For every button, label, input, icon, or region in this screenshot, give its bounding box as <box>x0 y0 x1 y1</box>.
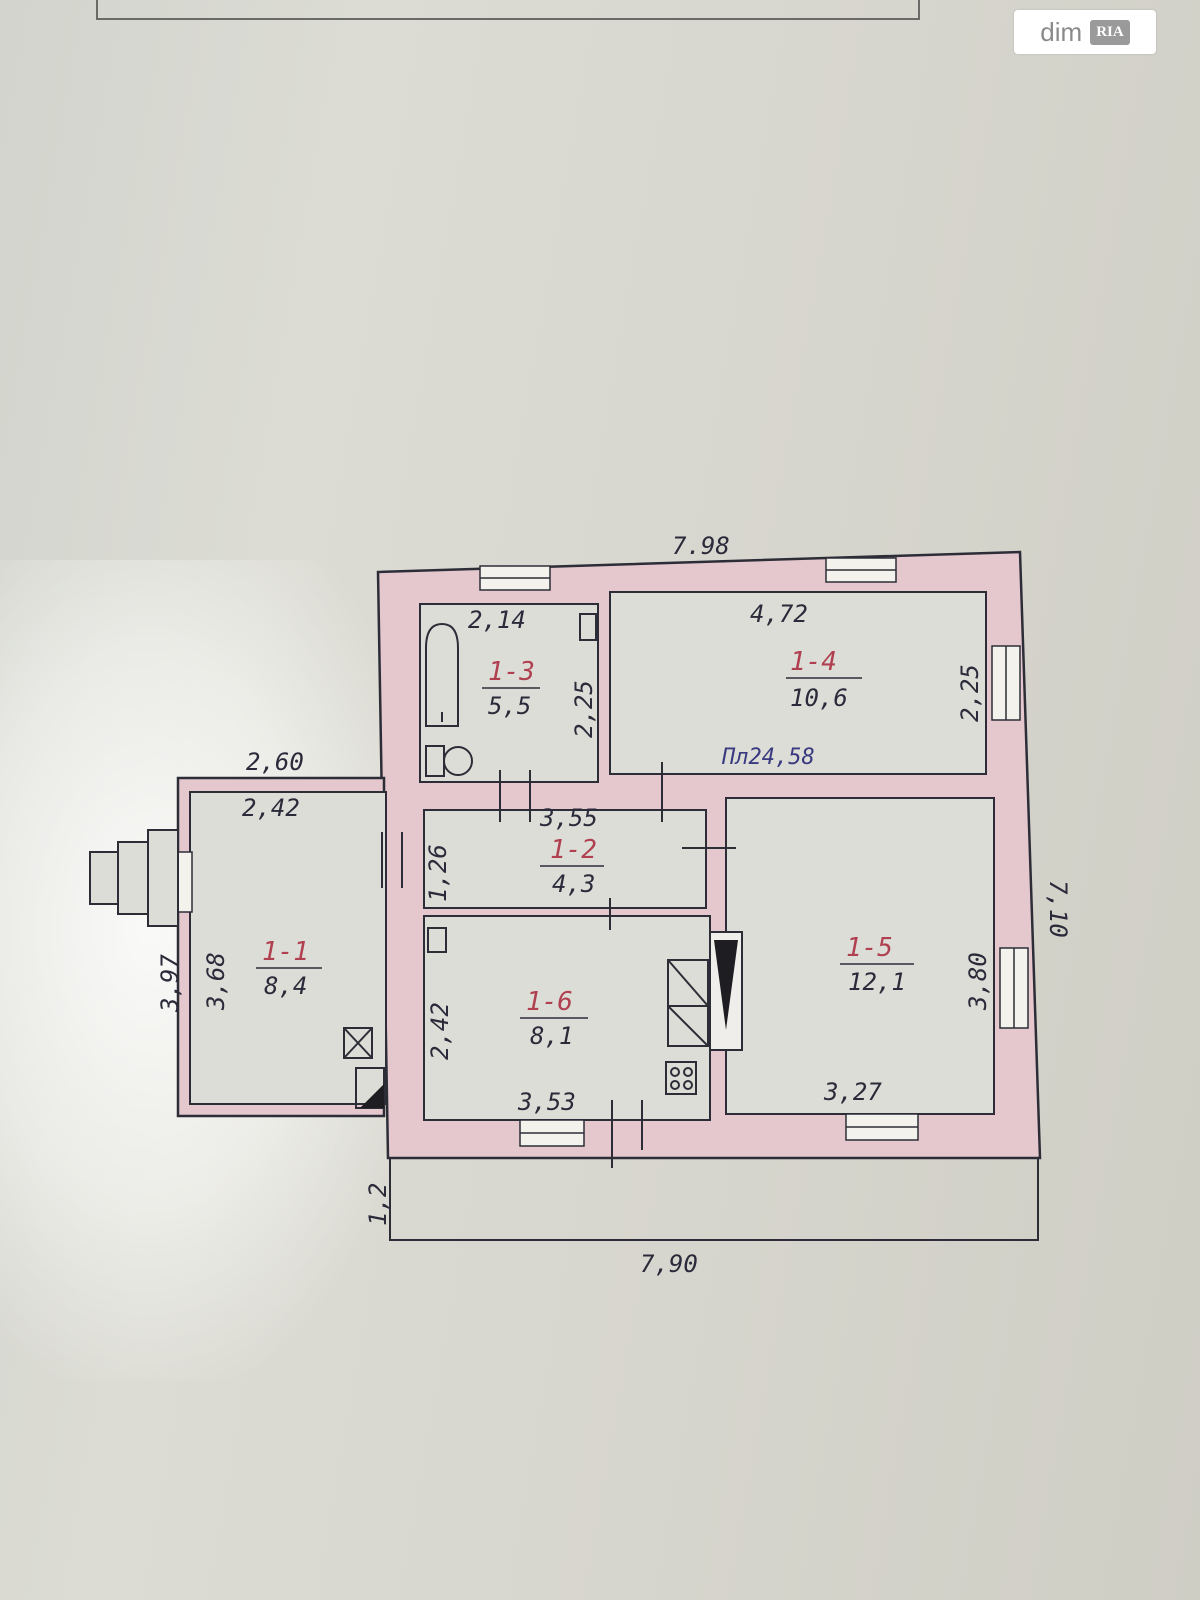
stove-block <box>709 931 743 1051</box>
watermark-logo: dim RIA <box>1014 10 1156 54</box>
room-1-2-floor <box>423 809 707 909</box>
room-1-5-code: 1-5 <box>846 933 893 963</box>
room-1-5-width: 3,27 <box>823 1078 882 1106</box>
boiler-flue <box>360 1084 384 1108</box>
room-1-3-area: 5,5 <box>488 692 531 720</box>
room-1-4-code: 1-4 <box>790 647 837 677</box>
room-1-5-floor <box>725 797 995 1115</box>
toilet-icon <box>425 745 473 777</box>
chimney <box>89 829 179 927</box>
room-1-1-area: 8,4 <box>264 972 307 1000</box>
room-1-3-floor <box>419 603 599 783</box>
room-1-2-height: 1,26 <box>424 844 452 902</box>
room-1-3-code: 1-3 <box>488 657 535 687</box>
kitchen-equipment <box>427 927 709 1095</box>
bathtub-icon <box>425 622 459 727</box>
room-1-5-area: 12,1 <box>848 968 906 996</box>
top-frame-border <box>96 0 920 20</box>
room-1-1-height: 3,68 <box>202 952 230 1011</box>
dim-vestibule-outer-top: 2,60 <box>246 748 304 776</box>
room-1-3-width: 2,14 <box>468 606 526 634</box>
room-1-4-height: 2,25 <box>956 664 984 722</box>
window <box>177 851 193 913</box>
kitchen-sink-icon <box>427 927 447 953</box>
dim-right-overall: 7,10 <box>1044 880 1072 938</box>
dim-bottom-overall: 7,90 <box>640 1250 698 1278</box>
room-1-6-code: 1-6 <box>526 987 573 1017</box>
room-1-2-area: 4,3 <box>552 870 595 898</box>
room-1-4-area: 10,6 <box>790 684 848 712</box>
gas-stove-icon <box>665 1061 697 1095</box>
dim-porch-depth: 1,2 <box>364 1183 392 1226</box>
room-1-1-code: 1-1 <box>262 937 309 967</box>
sink-icon <box>579 613 597 641</box>
room-1-3-height: 2,25 <box>570 680 598 738</box>
room-1-4-floor <box>609 591 987 775</box>
room-1-1-floor <box>189 791 387 1105</box>
room-1-4-width: 4,72 <box>750 600 808 628</box>
window-mullions <box>480 569 1015 1134</box>
room-1-6-height: 2,42 <box>426 1002 454 1060</box>
dim-top-overall: 7.98 <box>672 532 730 560</box>
porch-outline <box>389 1157 1039 1241</box>
dim-vestibule-outer-left: 3,97 <box>156 954 184 1013</box>
room-1-6-width: 3,53 <box>517 1088 576 1116</box>
watermark-brand: dim <box>1040 16 1083 47</box>
room-1-6-area: 8,1 <box>530 1022 573 1050</box>
watermark-badge: RIA <box>1090 19 1130 45</box>
room-1-5-height: 3,80 <box>964 952 992 1011</box>
handwritten-note: Пл24,58 <box>721 745 815 770</box>
door-marks <box>381 762 736 1168</box>
room-1-2-code: 1-2 <box>550 835 597 865</box>
room-1-2-width: 3,55 <box>539 804 598 832</box>
room-1-1-width: 2,42 <box>242 794 300 822</box>
